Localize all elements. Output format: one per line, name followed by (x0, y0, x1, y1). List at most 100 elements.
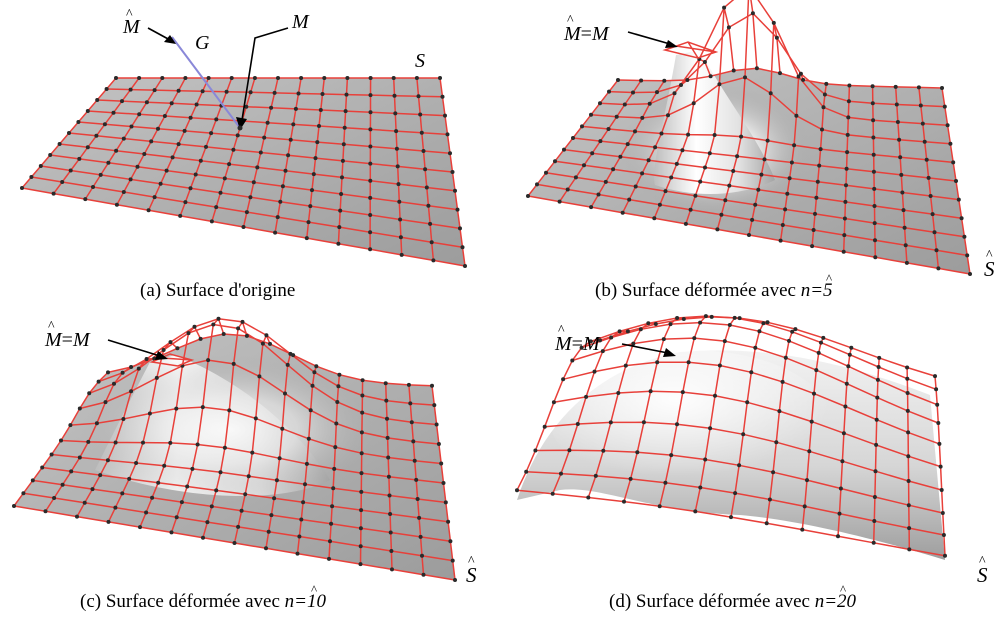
panel-a-control-point (286, 153, 291, 158)
panel-b-control-point (918, 103, 923, 108)
panel-d-control-point (551, 400, 556, 405)
panel-a-control-point (278, 199, 283, 204)
panel-a-control-point (368, 230, 373, 235)
panel-c-control-point (408, 401, 413, 406)
panel-b-control-point (959, 216, 964, 221)
panel-c-control-point (86, 439, 91, 444)
panel-b-control-point (771, 20, 776, 25)
panel-a-control-point (272, 90, 277, 95)
panel-d-control-point (579, 345, 584, 350)
panel-c-control-point (359, 471, 364, 476)
panel-c-control-point (388, 530, 393, 535)
panel-a-control-point (283, 168, 288, 173)
panel-a-caption: (a) Surface d'origine (140, 280, 295, 301)
panel-c-control-point (211, 322, 216, 327)
panel-c-control-point (360, 410, 365, 415)
panel-b-control-point (640, 171, 645, 176)
panel-a-control-point (164, 168, 169, 173)
panel-d-control-point (771, 470, 776, 475)
panel-b-label-s: S ^ (984, 248, 995, 281)
panel-a-control-point (83, 197, 88, 202)
panel-d-control-point (905, 376, 910, 381)
panel-b-control-point (698, 179, 703, 184)
panel-a-control-point (200, 89, 205, 94)
panel-c-control-point (260, 341, 265, 346)
panel-b-control-point (633, 129, 637, 134)
panel-b-control-point (655, 90, 659, 95)
panel-c-control-point (450, 558, 455, 563)
panel-a-control-point (421, 149, 426, 153)
panel-d-control-point (940, 511, 945, 515)
panel-b-control-point (571, 136, 575, 140)
panel-b-control-point (565, 187, 570, 192)
panel-d-control-point (592, 369, 597, 374)
panel-b-control-point (614, 114, 619, 119)
panel-a-control-point (368, 110, 373, 115)
panel-c-control-point (283, 391, 287, 396)
panel-b-control-point (815, 179, 820, 184)
panel-b-control-point (871, 152, 876, 157)
panel-c-control-point (359, 451, 364, 456)
panel-c-control-point (441, 481, 446, 485)
panel-b-control-point (639, 78, 644, 83)
panel-c-control-point (232, 541, 237, 545)
panel-a-control-point (317, 124, 321, 128)
panel-a-control-point (262, 135, 267, 140)
panel-b-control-point (870, 84, 875, 89)
panel-d-control-point (847, 352, 852, 357)
panel-c-m-arrowhead (155, 351, 168, 360)
panel-c-control-point (138, 525, 142, 530)
panel-d-control-point (846, 364, 851, 369)
panel-a-control-point (231, 147, 236, 152)
panel-a-control-point (248, 195, 253, 200)
panel-d-control-point (767, 497, 772, 502)
panel-c-control-point (360, 393, 365, 398)
panel-d-control-point (703, 457, 708, 462)
panel-a-control-point (60, 180, 65, 184)
panel-a-control-point (244, 104, 249, 109)
panel-b-control-point (789, 160, 794, 165)
panel-a-control-point (120, 99, 124, 104)
panel-a-control-point (443, 113, 447, 118)
panel-b-control-point (901, 208, 906, 213)
panel-b-control-point (794, 113, 799, 118)
panel-b-control-point (811, 228, 816, 232)
panel-d-control-point (693, 509, 698, 514)
panel-a-control-point (306, 220, 311, 225)
panel-d-control-point (648, 389, 653, 394)
panel-b-control-point (633, 184, 638, 189)
panel-c-control-point (98, 473, 103, 478)
panel-b-control-grid (526, 0, 972, 276)
panel-b-control-point (871, 135, 876, 140)
panel-d-control-point (722, 339, 727, 344)
panel-b-control-point (873, 255, 878, 260)
panel-d-control-point (745, 400, 750, 405)
panel-a-control-point (265, 120, 270, 125)
panel-b-control-point (526, 194, 530, 198)
panel-c-control-point (96, 379, 101, 384)
panel-b-control-point (818, 147, 823, 152)
panel-b-control-point (893, 84, 898, 89)
panel-a-control-point (424, 185, 429, 190)
panel-a-control-point (423, 167, 428, 172)
panel-c-control-point (359, 489, 364, 494)
panel-b-control-point (872, 186, 877, 191)
panel-d-control-point (668, 322, 673, 327)
panel-b-control-point (813, 211, 817, 216)
panel-d-control-point (601, 448, 606, 453)
panel-d-control-point (638, 327, 643, 332)
panel-b-control-point (688, 207, 693, 212)
panel-b-control-point (707, 151, 712, 156)
panel-b-control-point (842, 216, 847, 221)
panel-a-control-point (445, 132, 450, 137)
panel-b-control-point (968, 272, 972, 276)
panel-a-control-point (296, 91, 301, 96)
svg-text:^: ^ (48, 319, 55, 334)
panel-a-control-point (426, 203, 431, 208)
panel-a-control-point (273, 230, 278, 235)
panel-d-control-point (628, 476, 633, 481)
panel-a-control-point (137, 76, 142, 80)
panel-d-control-point (934, 387, 939, 392)
panel-d-control-point (698, 320, 703, 325)
panel-c-control-point (52, 496, 57, 500)
